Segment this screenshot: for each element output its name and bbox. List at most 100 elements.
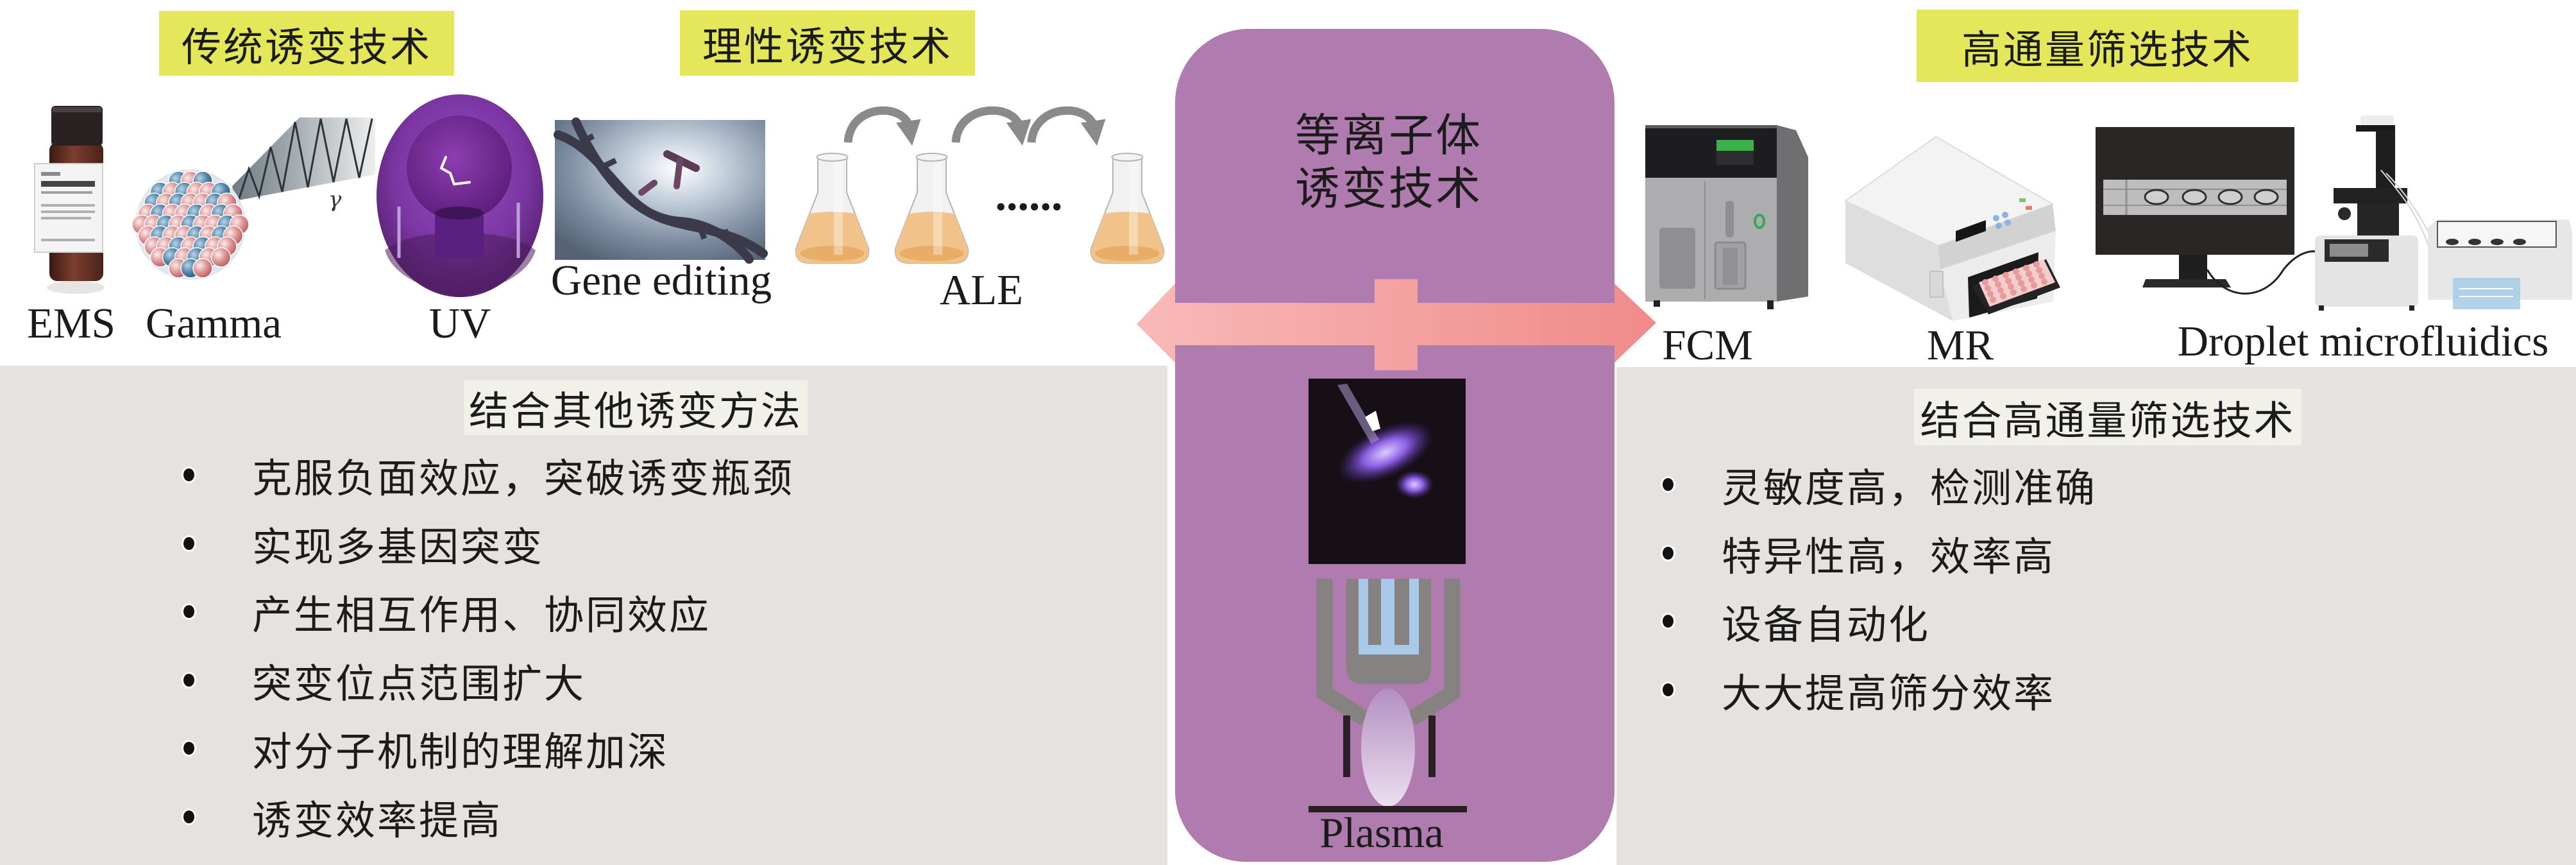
serial-flasks-icon <box>795 106 1165 264</box>
mutagenesis-benefits-region <box>0 366 1167 865</box>
bullet-icon <box>1663 478 1674 492</box>
rational-mutagenesis-tag: 理性诱变技术 <box>680 10 975 76</box>
flask-icon <box>894 153 969 264</box>
double-headed-arrow-icon <box>1137 279 1656 370</box>
transfer-arrow-icon <box>843 106 921 146</box>
list-item: 灵敏度高，检测准确 <box>1663 450 2097 519</box>
list-item-text: 对分子机制的理解加深 <box>252 728 670 776</box>
microplate-wells <box>1982 261 2047 303</box>
list-item: 克服负面效应，突破诱变瓶颈 <box>183 441 794 510</box>
bullet-icon <box>183 810 194 823</box>
plasma-photo-icon <box>1309 379 1466 564</box>
plate-well <box>2013 268 2019 275</box>
bullet-icon <box>183 536 194 550</box>
tag-label: 理性诱变技术 <box>702 23 953 70</box>
screening-benefit-list: 灵敏度高，检测准确 特异性高，效率高 设备自动化 大大提高筛分效率 <box>1663 450 2097 724</box>
list-item-text: 克服负面效应，突破诱变瓶颈 <box>252 455 795 502</box>
plate-well <box>1997 287 2004 294</box>
plate-well <box>2000 293 2006 300</box>
plate-well <box>2018 280 2024 287</box>
traditional-mutagenesis-tag: 传统诱变技术 <box>159 11 454 76</box>
list-item: 突变位点范围扩大 <box>183 646 794 715</box>
droplet-microfluidics-icon <box>2096 116 2572 311</box>
plasma-mutagenesis-title: 等离子体 诱变技术 <box>1276 109 1501 216</box>
gene-editing-label: Gene editing <box>550 257 772 304</box>
list-item: 实现多基因突变 <box>183 510 794 578</box>
plate-well <box>1992 275 1999 282</box>
gamma-label: Gamma <box>145 300 282 347</box>
bullet-icon <box>183 673 194 687</box>
plate-well <box>1985 285 1991 291</box>
plate-well <box>2015 274 2022 281</box>
flask-icon <box>795 153 870 264</box>
plasma-label: Plasma <box>1319 809 1444 857</box>
plate-well <box>2033 261 2040 268</box>
plate-well <box>1987 291 1994 297</box>
screening-benefits-region <box>1616 367 2576 865</box>
heading-text: 结合其他诱变方法 <box>468 388 802 434</box>
list-item-text: 特异性高，效率高 <box>1722 533 2056 580</box>
ems-bottle-icon <box>34 106 105 294</box>
bullet-icon <box>1663 546 1674 560</box>
ale-label: ALE <box>939 266 1024 314</box>
list-item-text: 突变位点范围扩大 <box>252 660 586 707</box>
plate-well <box>2026 270 2032 277</box>
droplet-microfluidics-label: Droplet microfluidics <box>2177 318 2549 365</box>
transfer-arrow-icon <box>951 106 1031 146</box>
gamma-ray-nucleus-icon: γ <box>131 117 375 280</box>
nucleon <box>192 258 213 278</box>
nucleus-cluster <box>131 171 250 278</box>
fcm-label: FCM <box>1662 321 1753 369</box>
plate-well <box>2041 278 2047 285</box>
plate-well <box>2038 273 2045 279</box>
bullet-icon <box>183 605 194 619</box>
bullet-icon <box>183 742 194 755</box>
transfer-arrow-icon <box>1027 106 1106 146</box>
mutagenesis-benefit-list: 克服负面效应，突破诱变瓶颈 实现多基因突变 产生相互作用、协同效应 突变位点范围… <box>183 441 794 851</box>
list-item: 特异性高，效率高 <box>1663 519 2097 588</box>
bullet-icon <box>183 468 194 482</box>
heading-text: 结合高通量筛选技术 <box>1920 397 2296 444</box>
plate-well <box>2003 271 2009 278</box>
plate-well <box>2010 289 2017 296</box>
plasma-jet-device-icon <box>1309 579 1467 812</box>
plate-well <box>2028 276 2035 283</box>
title-line: 等离子体 <box>1295 109 1482 162</box>
plate-well <box>1982 279 1988 286</box>
tag-label: 高通量筛选技术 <box>1961 26 2253 73</box>
combine-mutagenesis-heading: 结合其他诱变方法 <box>464 380 808 435</box>
list-item-text: 诱变效率提高 <box>252 796 503 844</box>
combine-screening-heading: 结合高通量筛选技术 <box>1914 389 2301 445</box>
list-item: 设备自动化 <box>1663 587 2097 656</box>
tag-label: 传统诱变技术 <box>181 23 432 71</box>
list-item: 大大提高筛分效率 <box>1663 656 2097 724</box>
plate-well <box>1995 281 2001 288</box>
mr-label: MR <box>1926 321 1994 369</box>
uv-lamp-icon <box>377 94 543 297</box>
list-item: 对分子机制的理解加深 <box>183 714 794 783</box>
list-item-text: 设备自动化 <box>1722 601 1931 649</box>
plate-well <box>2021 286 2027 293</box>
plate-well <box>2008 283 2014 290</box>
bullet-icon <box>1663 683 1674 696</box>
list-item-text: 实现多基因突变 <box>252 523 545 570</box>
list-item-text: 大大提高筛分效率 <box>1722 669 2056 717</box>
bullet-icon <box>1663 615 1674 628</box>
list-item: 产生相互作用、协同效应 <box>183 578 794 646</box>
uv-label: UV <box>428 300 491 347</box>
plate-well <box>2005 277 2012 284</box>
list-item-text: 灵敏度高，检测准确 <box>1722 465 2097 512</box>
flask-icon <box>1090 153 1165 264</box>
plate-well <box>2031 282 2037 289</box>
high-throughput-screening-tag: 高通量筛选技术 <box>1917 10 2298 82</box>
title-line: 诱变技术 <box>1295 162 1482 215</box>
microplate-reader-icon <box>1844 135 2060 321</box>
list-item-text: 产生相互作用、协同效应 <box>252 592 711 639</box>
ale-ellipsis: ...... <box>995 171 1063 220</box>
plate-well <box>1990 296 1996 303</box>
gamma-symbol: γ <box>328 187 342 212</box>
nucleon <box>210 247 232 268</box>
plate-well <box>2023 264 2029 271</box>
ems-label: EMS <box>27 300 115 347</box>
